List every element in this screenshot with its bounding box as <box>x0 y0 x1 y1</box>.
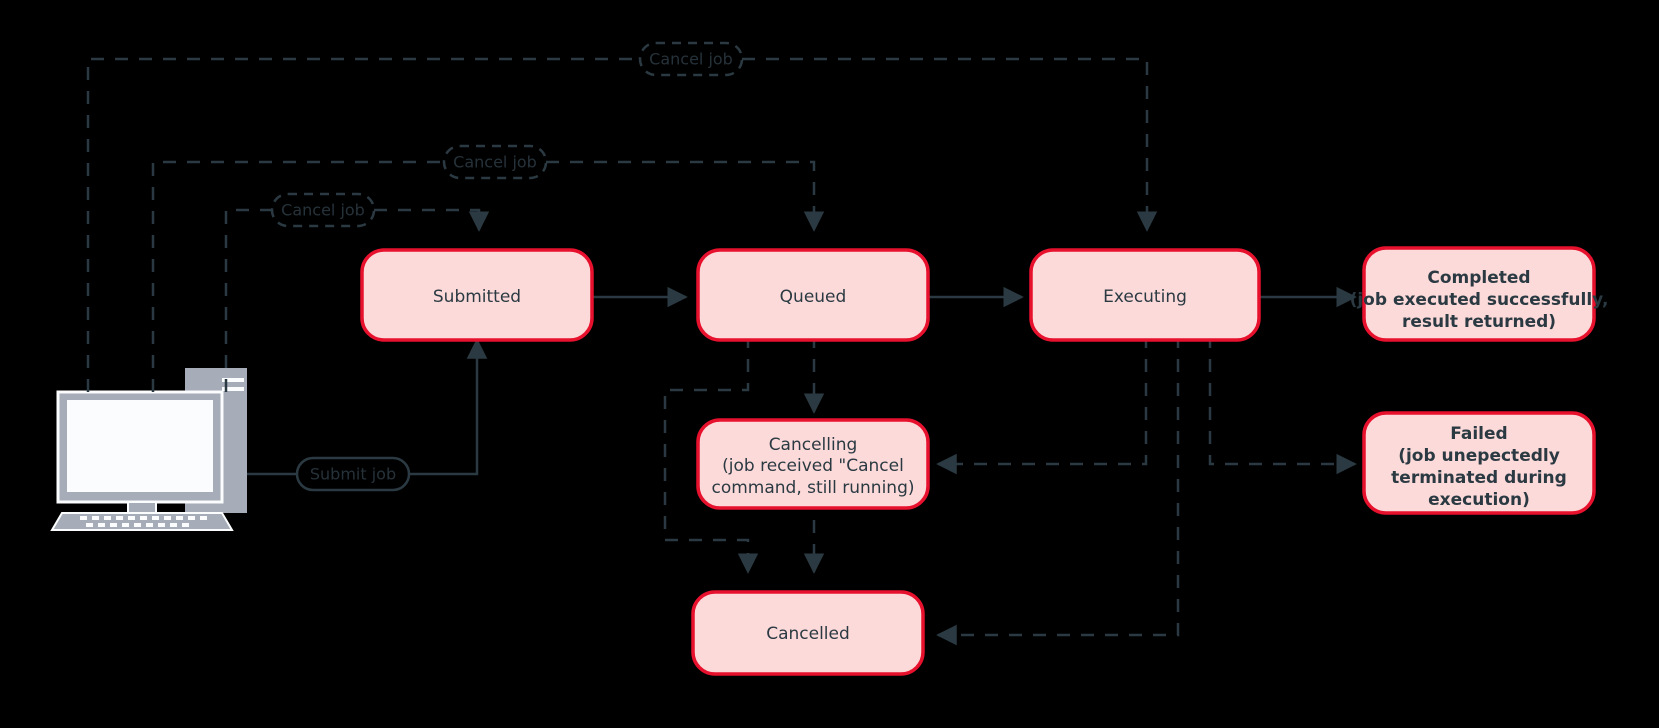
edge-label-cancel-job-1-text: Cancel job <box>649 50 733 69</box>
node-failed[interactable]: Failed (job unepectedly terminated durin… <box>1362 411 1596 515</box>
node-completed-label-line2: (job executed successfully, <box>1350 290 1609 310</box>
node-completed-label-line1: Completed <box>1427 268 1530 288</box>
node-queued[interactable]: Queued <box>696 248 930 342</box>
edge-executing-to-cancelling <box>936 335 1148 475</box>
edge-cancel-job-1-left <box>86 57 640 392</box>
node-submitted[interactable]: Submitted <box>360 248 594 342</box>
node-cancelling[interactable]: Cancelling (job received "Cancel command… <box>696 418 930 510</box>
node-failed-label-line2: (job unepectedly <box>1398 446 1560 466</box>
node-queued-label: Queued <box>780 287 847 307</box>
edge-submit-to-submitted <box>409 338 488 476</box>
edge-label-cancel-job-2-text: Cancel job <box>453 153 537 172</box>
edge-cancel-job-3-right <box>374 208 490 232</box>
node-executing[interactable]: Executing <box>1029 248 1261 342</box>
edge-cancel-job-1-right <box>742 57 1158 232</box>
node-cancelled-label: Cancelled <box>766 624 850 644</box>
edge-executing-to-failed <box>1208 335 1357 475</box>
edge-executing-to-cancelled <box>936 335 1180 646</box>
edge-label-submit-job-text: Submit job <box>310 465 396 484</box>
node-failed-label-line4: execution) <box>1428 490 1530 510</box>
edge-label-submit-job: Submit job <box>295 456 411 492</box>
edge-label-cancel-job-3-text: Cancel job <box>281 201 365 220</box>
edge-label-cancel-job-3: Cancel job <box>270 192 376 228</box>
node-cancelling-label-line2: (job received "Cancel <box>722 456 904 476</box>
desktop-computer-icon <box>50 368 247 531</box>
node-executing-label: Executing <box>1103 287 1187 307</box>
node-failed-label-line3: terminated during <box>1391 468 1567 488</box>
edge-label-cancel-job-2: Cancel job <box>442 144 548 180</box>
edge-label-cancel-job-1: Cancel job <box>638 41 744 77</box>
edge-cancel-job-2-left <box>151 160 444 392</box>
node-completed[interactable]: Completed (job executed successfully, re… <box>1350 246 1609 342</box>
node-failed-label-line1: Failed <box>1450 424 1507 444</box>
node-cancelling-label-line3: command, still running) <box>712 478 915 498</box>
node-submitted-label: Submitted <box>433 287 521 307</box>
node-cancelling-label-line1: Cancelling <box>769 435 858 455</box>
edge-cancel-job-3-left <box>224 208 272 392</box>
node-cancelled[interactable]: Cancelled <box>691 590 925 676</box>
node-completed-label-line3: result returned) <box>1402 312 1556 332</box>
edge-cancel-job-2-right <box>546 160 825 232</box>
